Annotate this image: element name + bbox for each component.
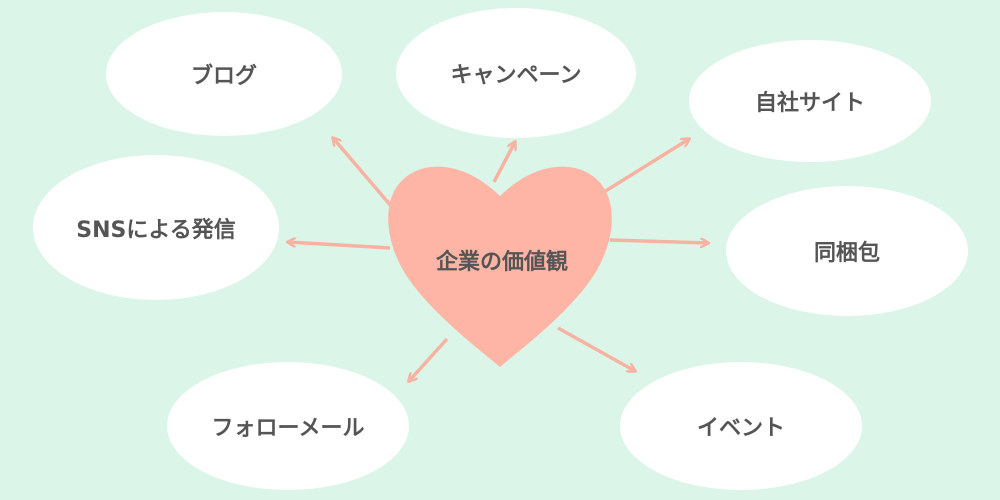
bubble-sns-label: SNSによる発信 [76,217,236,243]
bubble-blog: ブログ [106,12,342,136]
arrow-to-own-site [603,139,689,194]
bubble-follow-mail: フォローメール [167,362,409,490]
bubble-event-label: イベント [696,416,785,441]
arrow-to-event [557,326,635,371]
arrow-to-enclosure [609,240,708,243]
bubble-enclosure: 同梱包 [726,186,968,316]
bubble-event: イベント [620,362,862,490]
heart-shape [388,166,612,367]
bubble-own-site: 自社サイト [689,40,931,162]
arrow-to-blog [333,138,394,209]
heart-label: 企業の価値観 [435,250,568,275]
arrow-to-campaign [492,142,515,183]
bubble-campaign-label: キャンペーン [450,63,582,88]
bubble-sns: SNSによる発信 [33,155,279,300]
bubble-own-site-label: 自社サイト [754,91,865,116]
bubble-blog-label: ブログ [190,64,257,89]
arrow-to-follow-mail [409,337,449,381]
bubble-enclosure-label: 同梱包 [813,241,880,266]
bubble-follow-mail-label: フォローメール [211,416,365,441]
bubble-campaign: キャンペーン [396,8,636,138]
arrow-to-sns [288,242,391,250]
